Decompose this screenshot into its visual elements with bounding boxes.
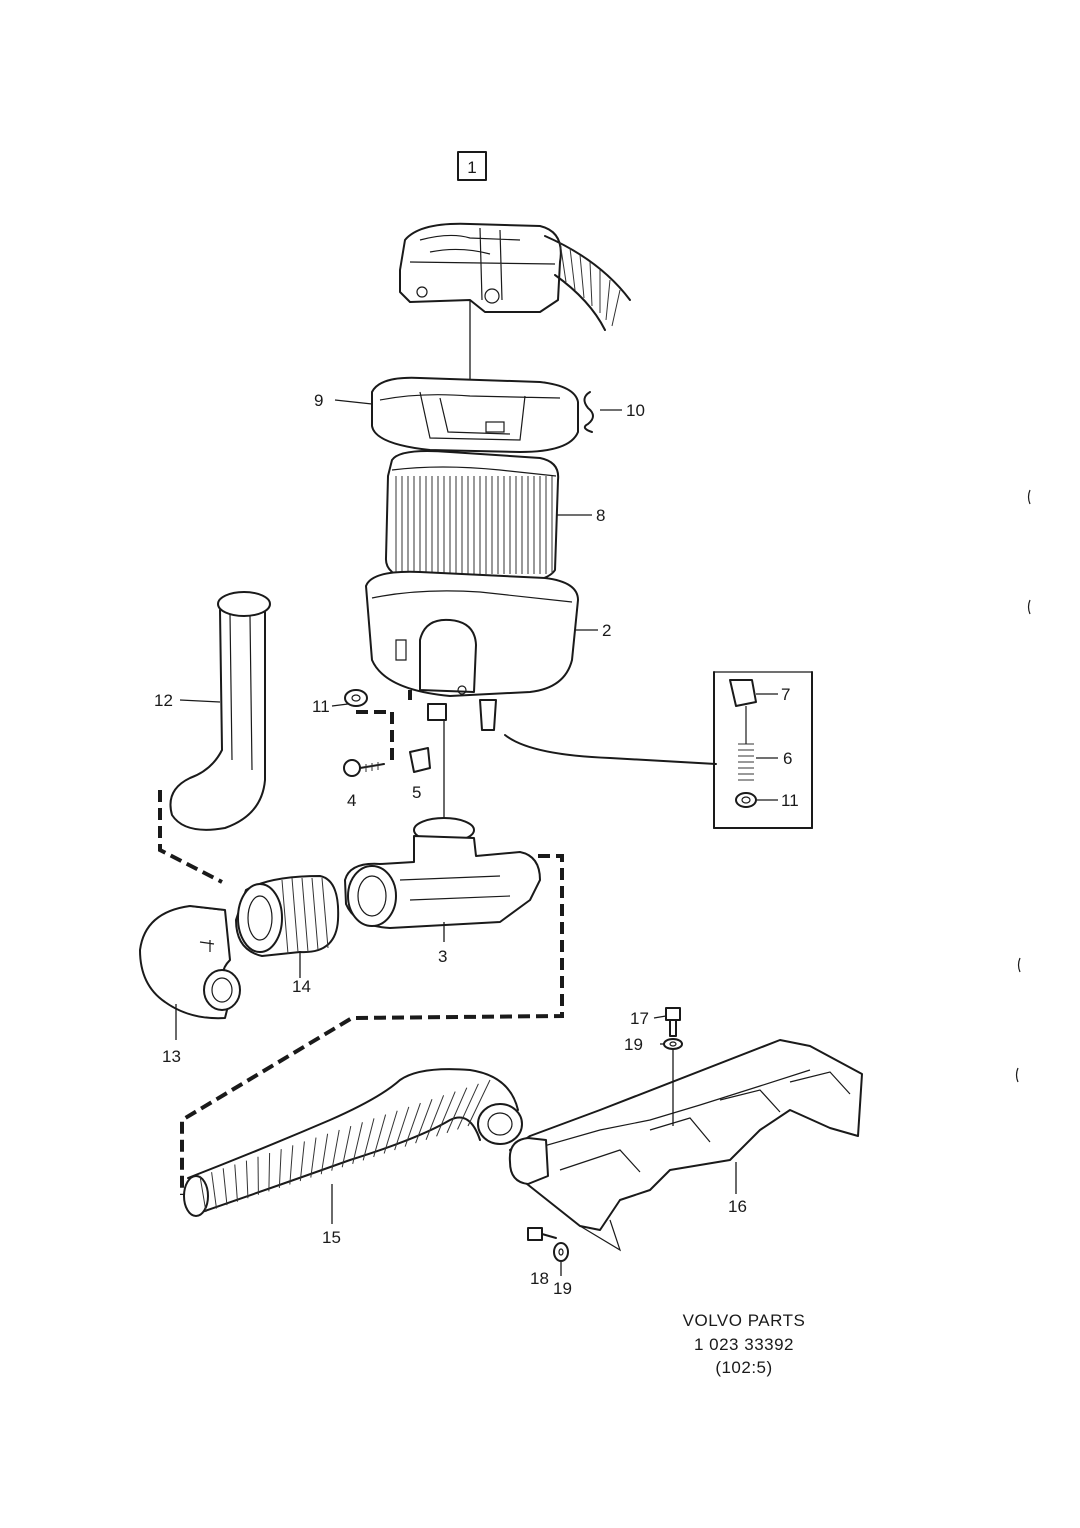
- part-4-screw: [343, 759, 385, 777]
- part-3-air-duct: [344, 817, 541, 929]
- part-11-nut: [735, 792, 757, 808]
- part-19-washer-lower: [553, 1242, 569, 1262]
- scan-marks: [1015, 489, 1031, 1083]
- part-11-nut-left: [344, 689, 368, 707]
- footer-reference: (102:5): [715, 1358, 772, 1377]
- footer-brand: VOLVO PARTS: [683, 1311, 806, 1330]
- callout-3: 3: [438, 947, 447, 966]
- callout-7: 7: [781, 685, 790, 704]
- part-15-corrugated-hose: [183, 1068, 523, 1217]
- part-6-spring: [738, 743, 754, 781]
- callout-4: 4: [347, 791, 356, 810]
- part-7-clip-nut: [729, 679, 757, 707]
- part-16-heat-shield: [508, 1039, 863, 1252]
- part-5-clip: [409, 747, 431, 773]
- callout-19b: 19: [553, 1279, 572, 1298]
- part-12-elbow-pipe: [169, 591, 271, 831]
- part-19-washer-upper: [663, 1038, 683, 1050]
- remote-bracket-box: [713, 671, 813, 829]
- callout-17: 17: [630, 1009, 649, 1028]
- callout-15: 15: [322, 1228, 341, 1247]
- callout-14: 14: [292, 977, 311, 996]
- callout-6: 6: [783, 749, 792, 768]
- part-14-bellows-hose: [235, 875, 340, 957]
- callout-12: 12: [154, 691, 173, 710]
- part-9-cover: [371, 376, 579, 453]
- intake-housing: [399, 222, 631, 331]
- group-reference-number: 1: [467, 158, 476, 177]
- callout-19a: 19: [624, 1035, 643, 1054]
- callout-16: 16: [728, 1197, 747, 1216]
- part-13-elbow-clamped: [139, 905, 241, 1020]
- part-17-bolt: [665, 1007, 681, 1037]
- footer-code: 1 023 33392: [694, 1335, 794, 1354]
- callout-10: 10: [626, 401, 645, 420]
- callout-5: 5: [412, 783, 421, 802]
- callout-8: 8: [596, 506, 605, 525]
- callout-11b: 11: [781, 791, 799, 810]
- callout-11a: 11: [312, 697, 330, 716]
- callout-13: 13: [162, 1047, 181, 1066]
- part-18-bolt: [527, 1227, 557, 1241]
- part-10-clip: [583, 391, 594, 433]
- callout-2: 2: [602, 621, 611, 640]
- callout-18: 18: [530, 1269, 549, 1288]
- group-reference: 1: [457, 151, 487, 181]
- part-2-housing-lower: [365, 570, 579, 731]
- part-8-filter-element: [384, 450, 560, 586]
- footer-part-number: VOLVO PARTS 1 023 33392 (102:5): [683, 1311, 806, 1377]
- callout-9: 9: [314, 391, 323, 410]
